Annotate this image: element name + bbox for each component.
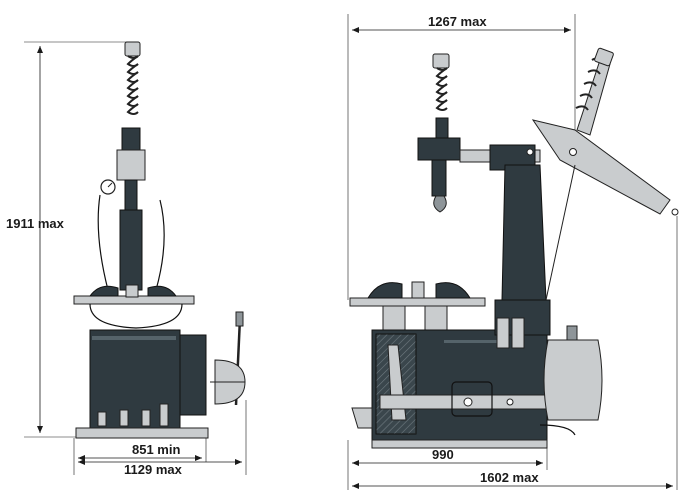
air-tank — [543, 339, 603, 421]
turntable-plate — [349, 297, 486, 307]
front-base — [75, 427, 209, 439]
width-max-label: 1129 max — [124, 462, 183, 477]
width-dimensions: 851 min 1129 max — [73, 400, 247, 477]
depth-max-label: 1602 max — [480, 470, 539, 485]
front-turntable — [73, 284, 195, 329]
mount-head-bracket — [417, 137, 461, 161]
front-tower — [119, 209, 143, 291]
pedal-icon — [351, 407, 373, 429]
top-max-label: 1267 max — [428, 14, 487, 29]
pedal-icon — [119, 409, 129, 427]
side-view: 1267 max — [347, 14, 679, 490]
width-min-label: 851 min — [132, 442, 180, 457]
mount-tool-icon — [433, 195, 447, 213]
column-head — [121, 127, 141, 151]
side-tower — [501, 47, 679, 301]
coil-spring — [126, 55, 139, 115]
top-knob-icon — [124, 41, 141, 57]
height-max-label: 1911 max — [6, 216, 65, 231]
mount-head-bracket — [116, 149, 146, 181]
front-view: 1911 max — [6, 41, 247, 477]
air-filter-icon — [496, 317, 510, 349]
side-mount-arm — [417, 53, 541, 213]
front-mount-column — [97, 41, 165, 291]
main-tower — [501, 164, 547, 301]
top-knob-icon — [432, 53, 450, 69]
depth-base-label: 990 — [432, 447, 454, 462]
pedal-icon — [97, 411, 107, 427]
side-cabinet — [351, 299, 603, 449]
air-regulator-icon — [511, 317, 525, 349]
top-dimension: 1267 max — [347, 14, 576, 300]
pedal-icon — [141, 409, 151, 427]
height-dimension: 1911 max — [6, 41, 135, 438]
top-knob-icon — [594, 47, 614, 67]
coil-spring — [435, 67, 448, 111]
side-base — [371, 439, 548, 449]
tilted-column — [531, 119, 671, 215]
front-cabinet — [75, 311, 246, 439]
depth-dimensions: 990 1602 max — [347, 216, 678, 490]
side-turntable — [349, 281, 486, 331]
pedal-icon — [159, 403, 169, 427]
